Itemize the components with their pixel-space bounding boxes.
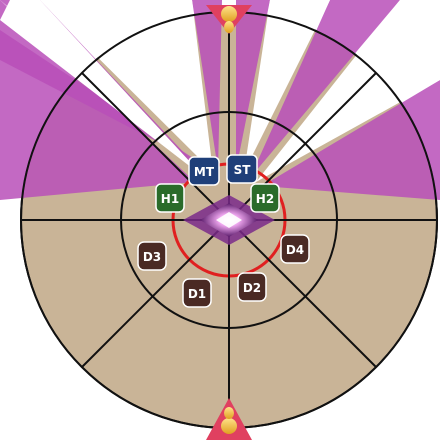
waymark-bottom-orb [221,418,237,434]
token-d2[interactable]: D2 [237,272,267,302]
token-h1-label: H1 [161,192,179,206]
token-d4-label: D4 [286,243,304,257]
token-mt[interactable]: MT [188,156,220,186]
boss-center [216,212,242,228]
aoe-cone-top-right [236,0,270,170]
token-st-body [226,154,258,184]
safe-lane-right [256,0,440,182]
token-st-label: ST [234,163,252,177]
token-d2-body [237,272,267,302]
token-h2-body [250,183,280,213]
aoe-cone-top-left [192,0,222,170]
token-d1-label: D1 [188,287,206,301]
token-h2[interactable]: H2 [250,183,280,213]
waymark-top-orb [221,6,237,22]
token-mt-body [188,156,220,186]
token-d3-body [137,241,167,271]
token-h1-body [155,183,185,213]
token-d1[interactable]: D1 [182,278,212,308]
waymark-top-drop [224,21,234,33]
waymark-top [206,5,252,34]
token-d3-label: D3 [143,250,161,264]
aoe-cone-right [262,80,440,200]
token-st[interactable]: ST [226,154,258,184]
token-h2-label: H2 [256,192,274,206]
token-d1-body [182,278,212,308]
safe-lane-top-right [244,0,330,172]
token-d4-body [280,234,310,264]
token-d4[interactable]: D4 [280,234,310,264]
aoe-cone-right-upper [250,0,400,178]
safe-lane-left [0,0,205,178]
token-d3[interactable]: D3 [137,241,167,271]
waymark-bottom [206,398,252,440]
token-h1[interactable]: H1 [155,183,185,213]
token-mt-label: MT [194,165,215,179]
waymark-bottom-drop [224,407,234,419]
token-d2-label: D2 [243,281,261,295]
